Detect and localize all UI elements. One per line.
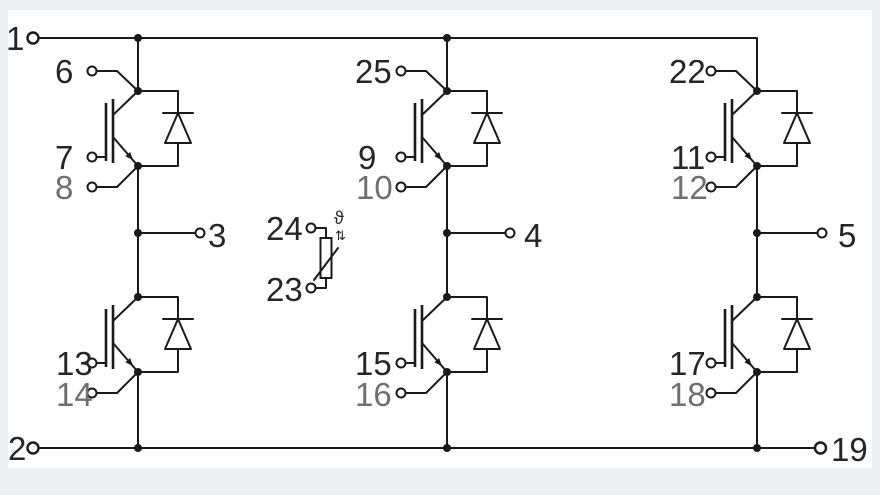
pin-label-13: 13 [56, 345, 93, 382]
pin-label-23: 23 [266, 271, 303, 308]
pin-label-17: 17 [669, 345, 706, 382]
pin-label-16: 16 [355, 376, 392, 413]
pin-label-11: 11 [671, 139, 705, 176]
ac-output-2 [443, 227, 516, 239]
pin-label-4: 4 [524, 217, 542, 254]
terminal-5-circle [816, 227, 828, 239]
pin-label-9: 9 [358, 139, 376, 176]
pin-label-5: 5 [838, 217, 856, 254]
pin-label-15: 15 [355, 345, 392, 382]
ac-output-1 [134, 227, 206, 239]
pin-label-1: 1 [6, 20, 24, 57]
dc-minus-rail [26, 441, 828, 455]
terminal-3-circle [194, 227, 206, 239]
theta-symbol: ϑ [334, 208, 344, 228]
terminal-24-circle [305, 222, 317, 234]
pin-label-3: 3 [208, 217, 226, 254]
ac-output-3 [753, 227, 828, 239]
pin-label-25: 25 [355, 53, 392, 90]
terminal-4-circle [504, 227, 516, 239]
thermistor-strike [313, 247, 339, 281]
terminal-19-circle [813, 441, 828, 455]
pin-label-10: 10 [356, 169, 393, 206]
pin-labels: 1 2 19 3 4 5 6 7 8 13 14 25 9 10 15 16 2… [6, 20, 868, 468]
ntc-thermistor: ϑ ⇅ [305, 208, 346, 294]
pin-label-8: 8 [55, 169, 73, 206]
pin-label-7: 7 [55, 139, 73, 176]
pin-label-19: 19 [831, 431, 868, 468]
pin-label-24: 24 [266, 210, 303, 247]
pin-label-6: 6 [55, 53, 73, 90]
half-bridge-leg-3 [705, 65, 828, 449]
theta-variation-icon: ⇅ [335, 228, 346, 243]
half-bridge-leg-2 [395, 37, 516, 449]
pin-label-22: 22 [669, 53, 706, 90]
drawing-area [8, 10, 872, 468]
half-bridge-leg-1 [86, 37, 206, 449]
pin-label-18: 18 [669, 376, 706, 413]
pin-label-12: 12 [671, 169, 708, 206]
pin-label-2: 2 [8, 430, 26, 467]
terminal-23-circle [305, 282, 317, 294]
terminal-1-circle [26, 31, 40, 45]
terminal-2-circle [26, 441, 40, 455]
pin-label-14: 14 [56, 376, 93, 413]
